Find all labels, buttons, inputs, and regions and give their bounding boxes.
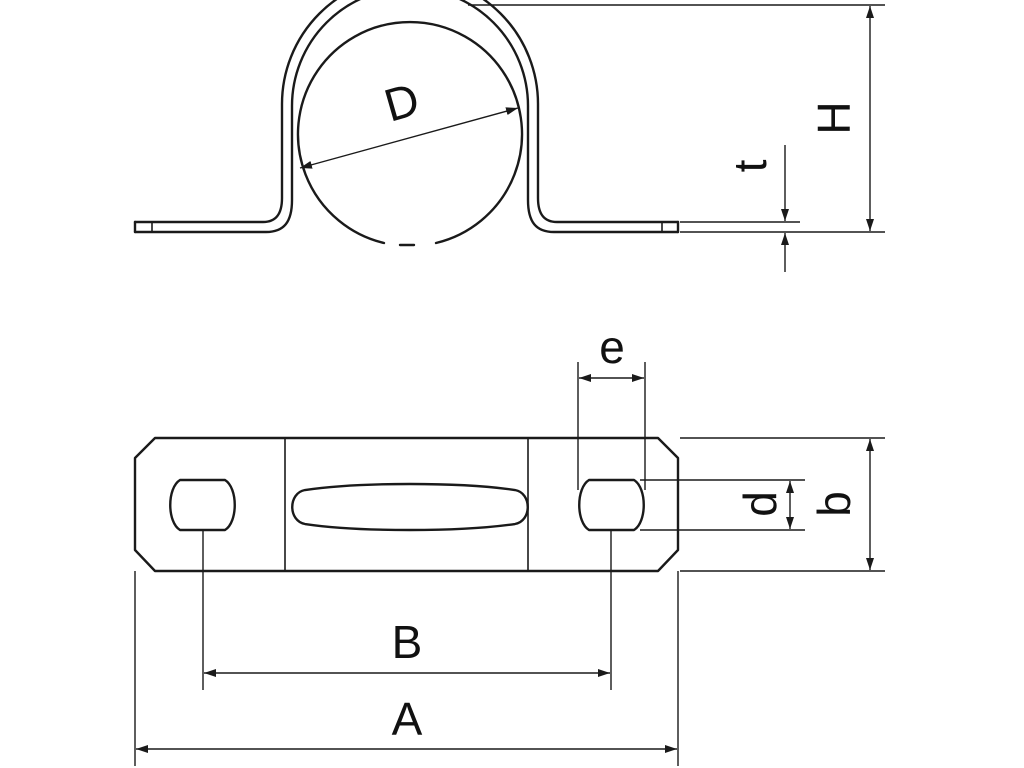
label-H: H <box>808 101 860 134</box>
label-D: D <box>379 72 425 131</box>
label-A: A <box>392 693 423 745</box>
left-mounting-hole <box>169 478 236 532</box>
label-d: d <box>734 491 786 517</box>
strap-inner-outline <box>133 0 680 234</box>
stiffening-rib <box>291 482 529 532</box>
right-mounting-hole <box>578 478 645 532</box>
diameter-dimension-line <box>299 107 519 169</box>
top-view: e d b B A <box>133 321 885 766</box>
label-B: B <box>392 616 423 668</box>
label-t: t <box>724 159 776 172</box>
pipe-circle <box>296 20 524 245</box>
label-b: b <box>808 491 860 517</box>
strap-outer-outline <box>133 0 680 224</box>
side-view: D H t <box>133 0 885 272</box>
plate-outline <box>133 436 680 573</box>
label-e: e <box>599 321 625 373</box>
